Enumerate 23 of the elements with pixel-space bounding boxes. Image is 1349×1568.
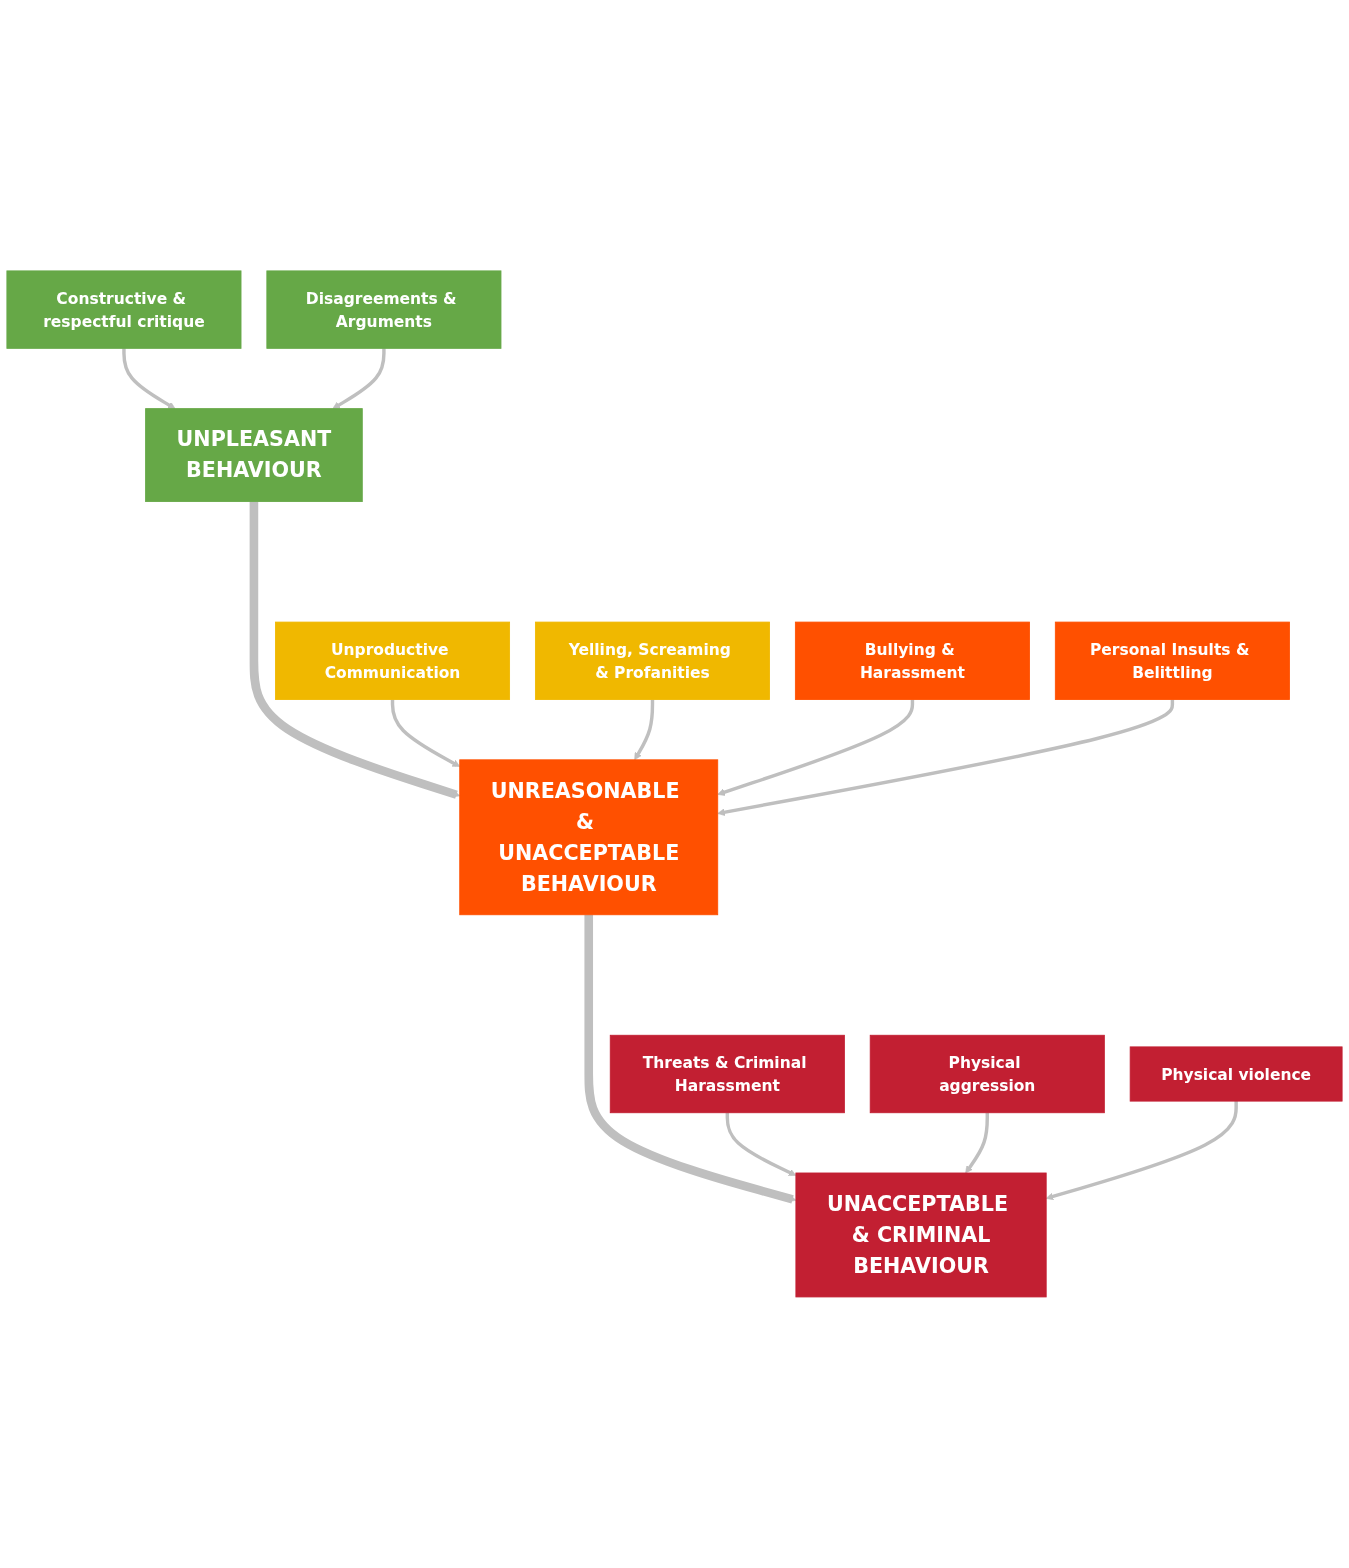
node-box: Constructive & respectful critique: [6, 270, 242, 349]
node-box: Personal Insults & Belittling: [1054, 621, 1290, 701]
arrow: [634, 699, 655, 761]
node-box: UNACCEPTABLE & CRIMINAL BEHAVIOUR: [795, 1172, 1047, 1298]
node-box: Bullying & Harassment: [794, 621, 1030, 701]
node-box: Physical aggression: [869, 1034, 1105, 1114]
arrow: [965, 1112, 989, 1174]
node-box: Yelling, Screaming & Profanities: [535, 621, 770, 701]
node-box: Unproductive Communication: [275, 621, 510, 701]
node-box: Threats & Criminal Harassment: [609, 1034, 845, 1114]
node-box: Physical violence: [1129, 1046, 1343, 1102]
arrow: [1045, 1101, 1238, 1201]
arrow: [332, 348, 386, 410]
arrow: [584, 914, 797, 1204]
arrow: [390, 699, 461, 767]
arrow: [249, 501, 461, 799]
arrow: [717, 699, 915, 796]
arrow: [717, 699, 1175, 817]
node-box: Disagreements & Arguments: [266, 270, 502, 349]
arrow: [725, 1112, 797, 1177]
arrow: [122, 348, 176, 410]
node-box: UNREASONABLE & UNACCEPTABLE BEHAVIOUR: [459, 759, 719, 916]
node-box: UNPLEASANT BEHAVIOUR: [145, 408, 363, 503]
